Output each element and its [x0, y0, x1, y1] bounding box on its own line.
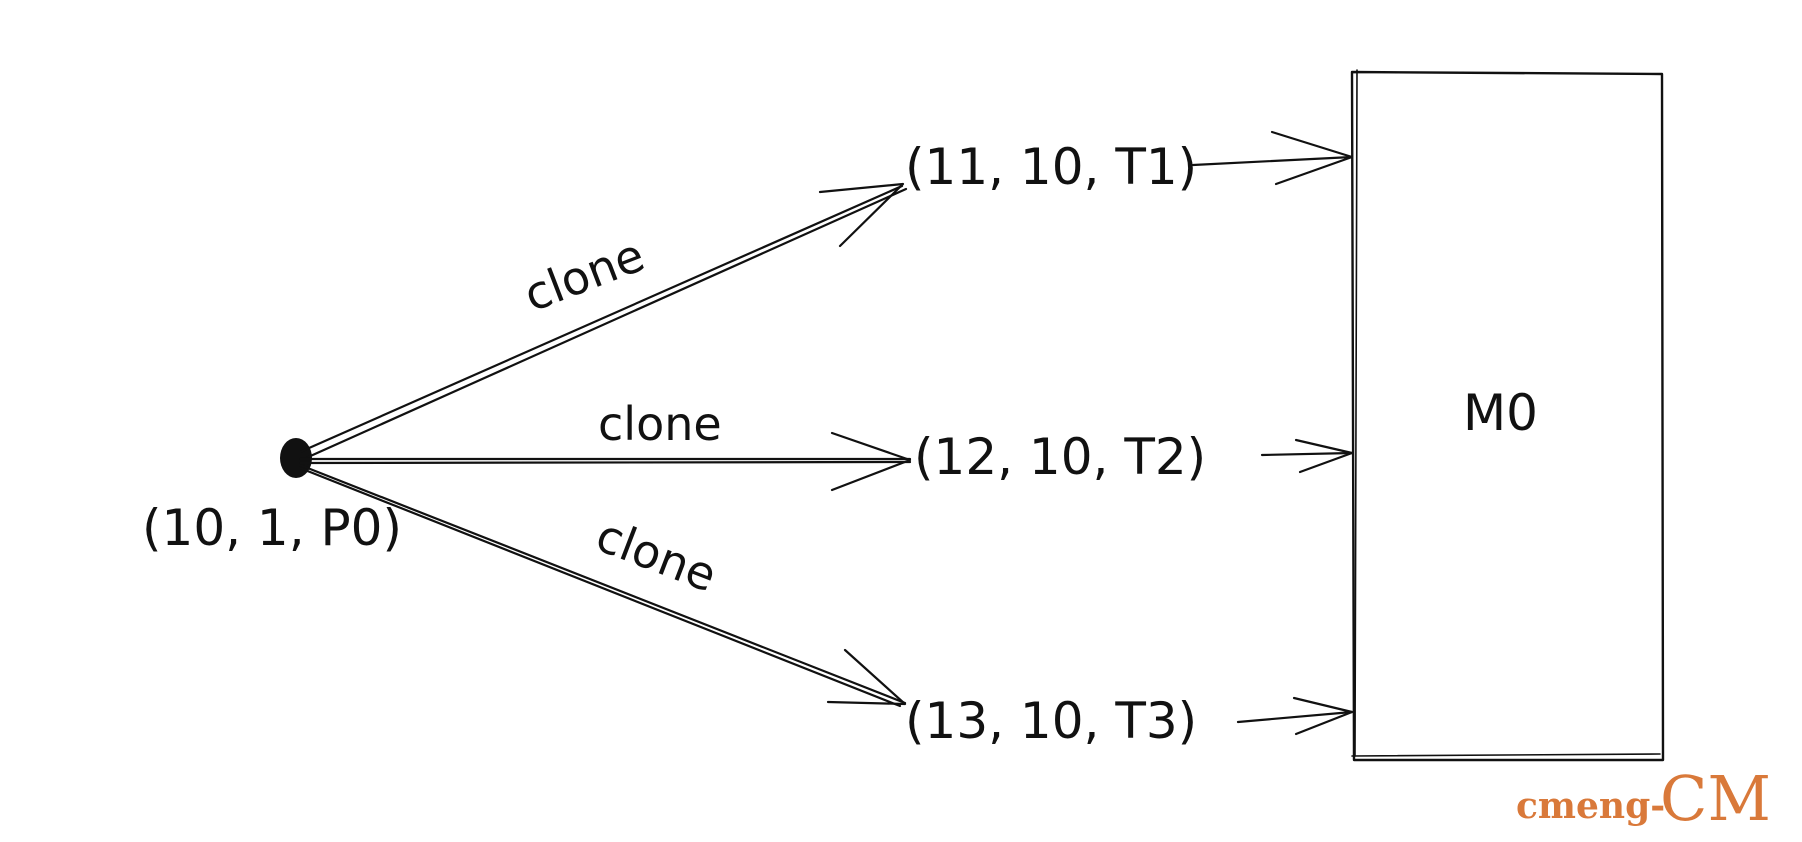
watermark-prefix: cmeng- — [1516, 785, 1665, 827]
edge-clone-2: clone — [298, 397, 912, 492]
origin-label: (10, 1, P0) — [142, 499, 402, 557]
arrowhead-3 — [826, 648, 907, 706]
target-node-3: (13, 10, T3) — [905, 692, 1197, 750]
arrowhead-1 — [818, 182, 905, 248]
arrow-to-box-2 — [1260, 438, 1354, 474]
arrow-to-box-1 — [1191, 130, 1354, 186]
target-node-1: (11, 10, T1) — [905, 138, 1197, 196]
edge-label-2: clone — [598, 397, 722, 451]
target-node-2: (12, 10, T2) — [914, 428, 1206, 486]
memory-box: M0 — [1350, 69, 1665, 762]
watermark-suffix: CM — [1660, 762, 1771, 835]
origin-node — [280, 438, 312, 478]
watermark: cmeng- CM — [1516, 762, 1771, 835]
arrowhead-2 — [830, 431, 912, 492]
edge-clone-3: clone — [298, 463, 907, 708]
edge-label-1: clone — [517, 228, 652, 323]
arrow-to-box-3 — [1236, 696, 1354, 736]
edge-label-3: clone — [589, 508, 724, 603]
box-label: M0 — [1463, 384, 1538, 442]
